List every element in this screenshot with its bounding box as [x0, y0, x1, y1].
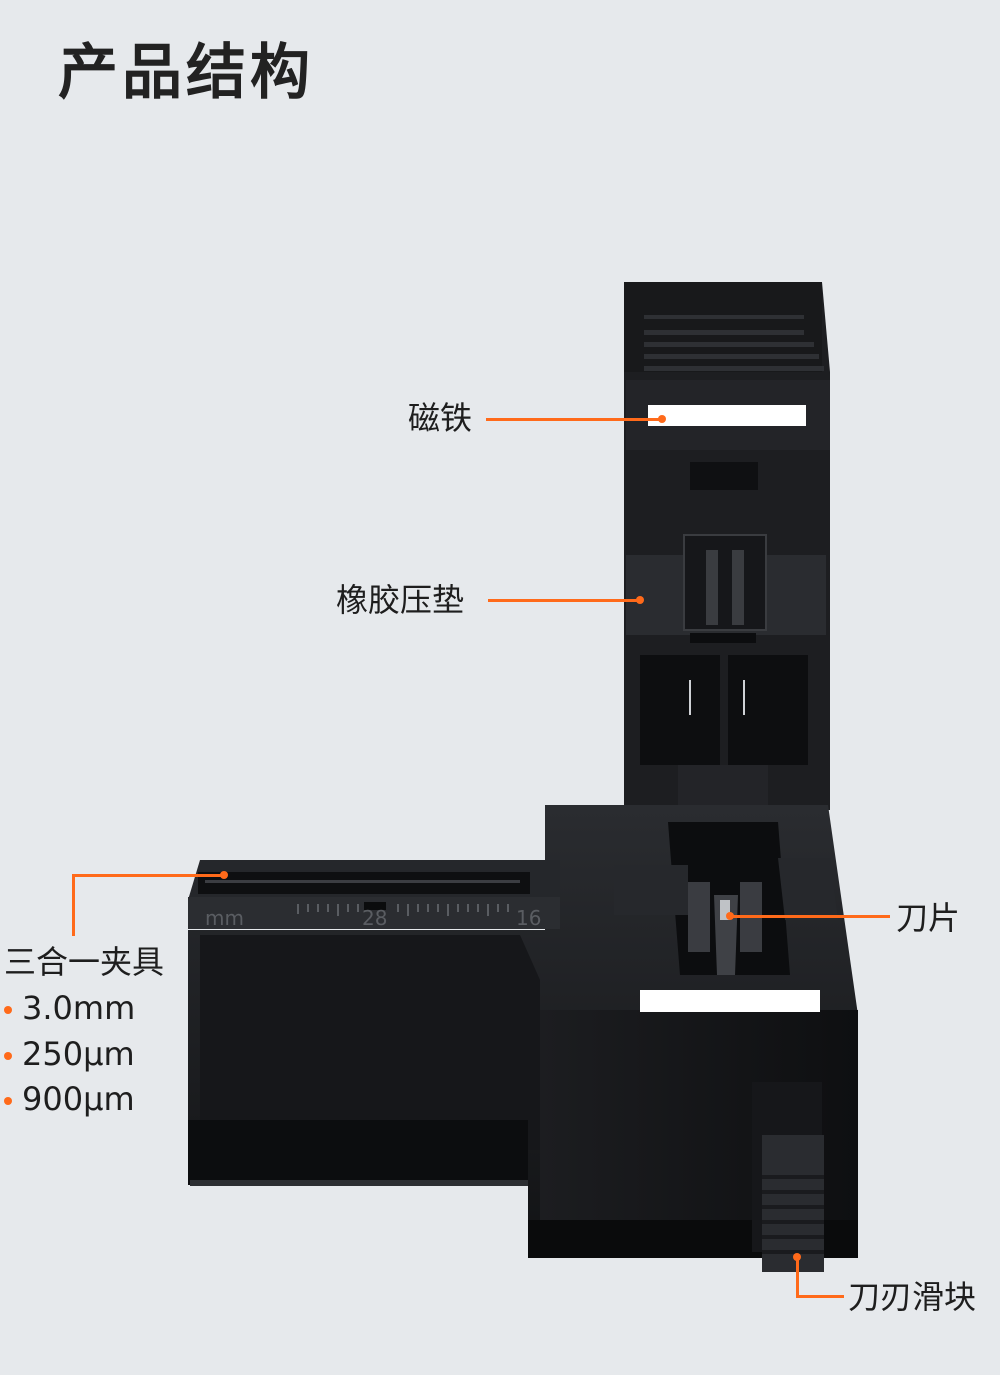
ruler-mark-28: 28 [362, 906, 387, 930]
slider [752, 1082, 824, 1272]
callout-dot-clamp [220, 871, 228, 879]
callout-line-slider-horizontal [796, 1295, 844, 1298]
clamp-spec-item: 250μm [4, 1038, 135, 1070]
callout-dot-magnet [658, 415, 666, 423]
page-title: 产品结构 [58, 38, 314, 108]
callout-dot-rubber-pad [636, 596, 644, 604]
label-blade: 刀片 [896, 899, 961, 937]
clamp-spec-item: 3.0mm [4, 992, 135, 1024]
lid [624, 282, 830, 810]
label-magnet: 磁铁 [408, 399, 473, 437]
blade-housing [614, 822, 838, 1012]
callout-line-slider-vertical [796, 1256, 799, 1298]
callout-line-blade [730, 915, 890, 918]
clamp-spec-text: 3.0mm [22, 989, 136, 1027]
callout-line-clamp-horizontal [72, 874, 224, 877]
magnet-strip [648, 405, 806, 426]
bullet-dot [4, 1097, 12, 1105]
ruler-mark-16: 16 [516, 906, 541, 930]
bullet-dot [4, 1052, 12, 1060]
clamp-spec-text: 900μm [22, 1080, 135, 1118]
clamp-spec-text: 250μm [22, 1035, 135, 1073]
label-clamp: 三合一夹具 [4, 943, 165, 981]
bullet-dot [4, 1006, 12, 1014]
callout-line-clamp-vertical [72, 874, 75, 936]
blade-window [640, 990, 820, 1012]
clamp-spec-item: 900μm [4, 1083, 135, 1115]
label-rubber-pad: 橡胶压垫 [336, 581, 465, 619]
ruler-unit: mm [205, 906, 244, 930]
clamp-platform: mm 28 16 [188, 860, 560, 930]
label-slider: 刀刃滑块 [848, 1278, 977, 1316]
callout-line-magnet [486, 418, 662, 421]
callout-line-rubber-pad [488, 599, 640, 602]
